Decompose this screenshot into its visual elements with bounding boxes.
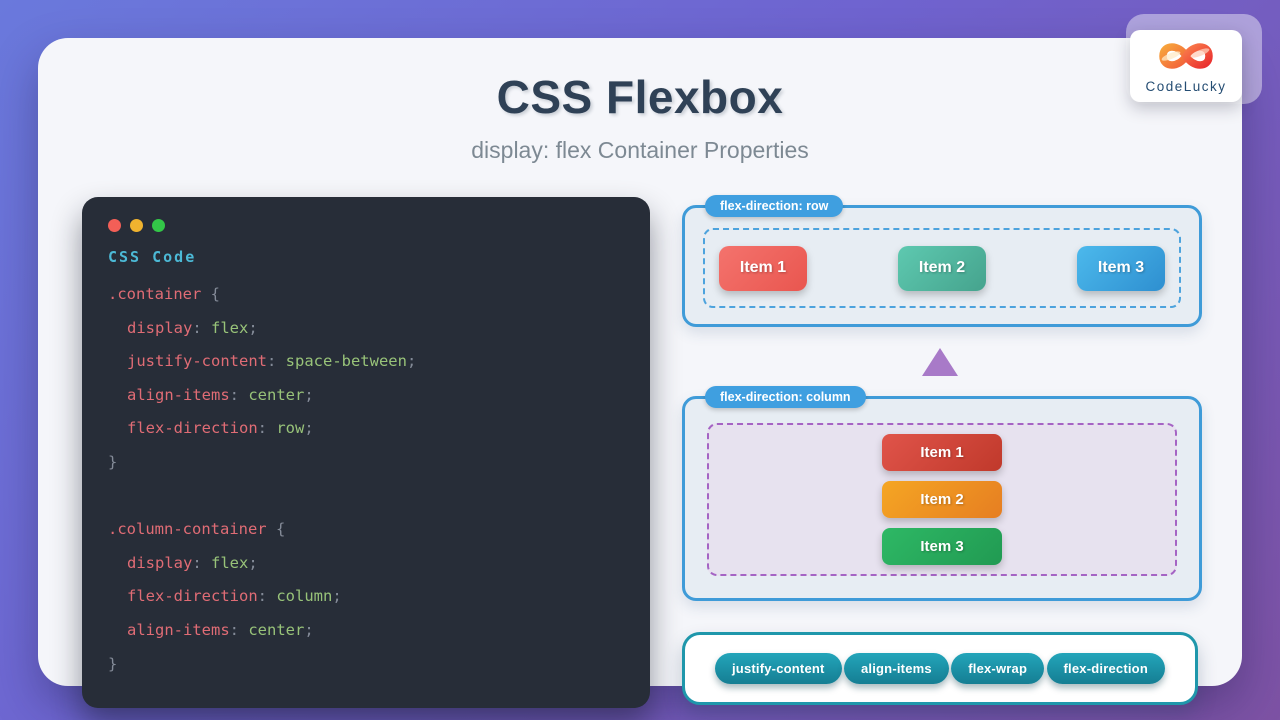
column-demo-flex-area: Item 1 Item 2 Item 3 bbox=[707, 423, 1177, 576]
code-line: } bbox=[108, 654, 118, 673]
maximize-button-icon bbox=[152, 219, 165, 232]
row-demo-badge: flex-direction: row bbox=[705, 195, 844, 217]
code-editor-window: CSS Code .container { display: flex; justi… bbox=[82, 197, 650, 708]
code-line: } bbox=[108, 452, 118, 471]
arrow-up-icon bbox=[922, 348, 958, 376]
infinity-leaf-logo-icon bbox=[1154, 39, 1218, 78]
code-line: justify-content: space-between; bbox=[127, 352, 417, 371]
code-line: .container { bbox=[108, 285, 220, 303]
flex-item: Item 2 bbox=[882, 481, 1002, 518]
minimize-button-icon bbox=[130, 219, 143, 232]
header: CSS Flexbox display: flex Container Prop… bbox=[0, 70, 1280, 164]
column-demo-badge: flex-direction: column bbox=[705, 386, 866, 408]
row-demo-flex-area: Item 1 Item 2 Item 3 bbox=[703, 228, 1181, 308]
property-pill: justify-content bbox=[715, 653, 842, 684]
code-line: .column-container { bbox=[108, 520, 286, 539]
code-line: align-items: center; bbox=[127, 385, 314, 404]
logo-brand: CodeLucky bbox=[1145, 78, 1227, 94]
logo-card: CodeLucky bbox=[1130, 30, 1242, 102]
code-editor-title: CSS Code bbox=[108, 248, 197, 266]
code-line: align-items: center; bbox=[127, 620, 314, 639]
code-line: display: flex; bbox=[127, 553, 258, 572]
property-pill: flex-wrap bbox=[951, 653, 1045, 684]
close-button-icon bbox=[108, 219, 121, 232]
flex-item: Item 3 bbox=[1077, 245, 1165, 291]
page-subtitle: display: flex Container Properties bbox=[471, 137, 809, 163]
property-pill: align-items bbox=[843, 653, 949, 684]
flex-item: Item 1 bbox=[882, 434, 1002, 471]
code-line: display: flex; bbox=[127, 318, 258, 337]
flex-item: Item 3 bbox=[882, 528, 1002, 565]
row-demo-container: flex-direction: row Item 1 Item 2 Item 3 bbox=[682, 195, 1202, 327]
flex-item: Item 1 bbox=[719, 245, 807, 291]
code-line bbox=[108, 480, 624, 514]
code-lines: .container { display: flex; justify-conten… bbox=[108, 278, 624, 681]
code-line: flex-direction: column; bbox=[127, 587, 342, 606]
flex-item: Item 2 bbox=[898, 245, 986, 291]
code-line: flex-direction: row; bbox=[127, 419, 314, 438]
property-pill: flex-direction bbox=[1046, 653, 1165, 684]
window-controls bbox=[108, 219, 624, 232]
page-title: CSS Flexbox bbox=[496, 71, 784, 123]
